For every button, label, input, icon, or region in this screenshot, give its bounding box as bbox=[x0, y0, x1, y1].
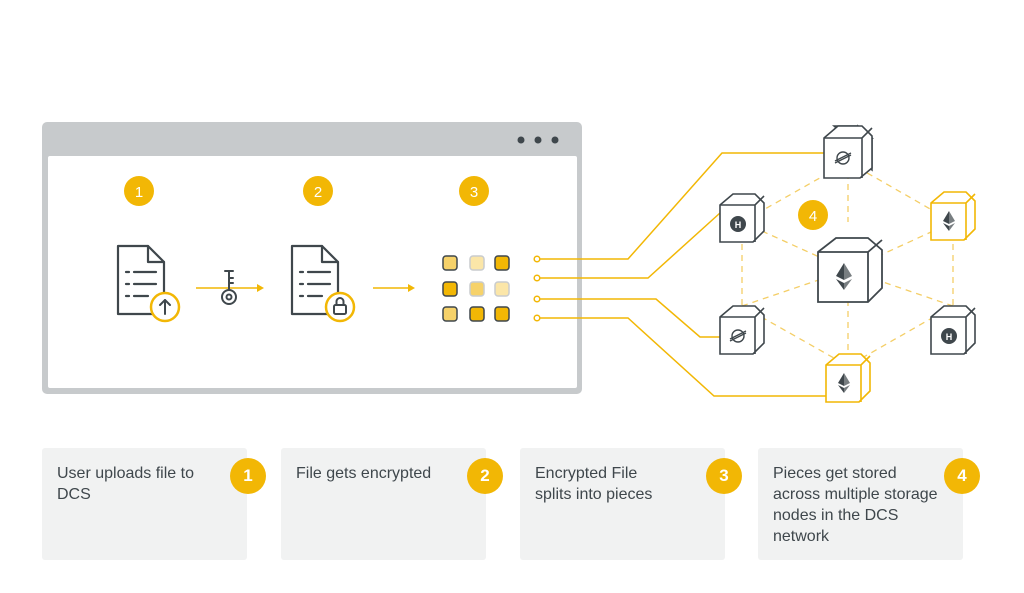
piece bbox=[442, 255, 458, 271]
step-card-badge: 3 bbox=[706, 458, 742, 494]
pieces-grid-icon bbox=[442, 255, 510, 322]
step-number: 2 bbox=[314, 184, 322, 201]
storage-node bbox=[930, 191, 976, 241]
step-number: 1 bbox=[135, 184, 143, 201]
step-card-1: User uploads file to DCS 1 bbox=[42, 448, 266, 560]
piece bbox=[469, 281, 485, 297]
step-card-text: Pieces get stored across multiple storag… bbox=[773, 465, 938, 545]
piece bbox=[494, 255, 510, 271]
step-badge-1: 1 bbox=[124, 176, 154, 206]
key-icon bbox=[221, 270, 237, 305]
piece bbox=[442, 306, 458, 322]
document-upload-icon bbox=[116, 244, 181, 323]
step-number: 3 bbox=[470, 184, 478, 201]
piece bbox=[494, 306, 510, 322]
window-control-dot bbox=[551, 136, 559, 144]
step-card-badge: 4 bbox=[944, 458, 980, 494]
step-badge-3: 3 bbox=[459, 176, 489, 206]
window-control-dot bbox=[534, 136, 542, 144]
storage-node bbox=[823, 124, 875, 179]
step-card-text: Encrypted File splits into pieces bbox=[535, 465, 653, 503]
storage-node bbox=[719, 305, 765, 355]
step-card-text: File gets encrypted bbox=[296, 465, 432, 482]
encrypt-arrow bbox=[196, 270, 264, 305]
stellar-icon bbox=[834, 151, 852, 165]
step-card-2: File gets encrypted 2 bbox=[281, 448, 503, 560]
network-badge-4: 4 bbox=[798, 200, 828, 230]
storage-node: H bbox=[930, 305, 976, 355]
split-arrow bbox=[373, 284, 415, 292]
hedera-icon: H bbox=[941, 328, 957, 344]
step-card-badge: 2 bbox=[467, 458, 503, 494]
step-card-4: Pieces get stored across multiple storag… bbox=[758, 448, 980, 560]
svg-text:H: H bbox=[946, 332, 953, 342]
step-card-badge: 1 bbox=[230, 458, 266, 494]
storage-node: H bbox=[719, 193, 765, 243]
svg-text:H: H bbox=[735, 220, 742, 230]
step-badge-2: 2 bbox=[303, 176, 333, 206]
piece bbox=[469, 255, 485, 271]
ethereum-icon bbox=[836, 263, 852, 290]
piece-connectors bbox=[533, 152, 826, 397]
network-number: 4 bbox=[809, 208, 817, 225]
ethereum-icon bbox=[838, 373, 850, 393]
document-lock-icon bbox=[290, 244, 356, 323]
step-card-3: Encrypted File splits into pieces 3 bbox=[520, 448, 742, 560]
storage-node bbox=[825, 353, 871, 403]
stellar-icon bbox=[729, 329, 747, 343]
piece bbox=[442, 281, 458, 297]
window-control-dot bbox=[517, 136, 525, 144]
ethereum-icon bbox=[943, 211, 955, 231]
piece bbox=[469, 306, 485, 322]
hedera-icon: H bbox=[730, 216, 746, 232]
storage-node bbox=[817, 237, 883, 303]
step-card-text: User uploads file to DCS bbox=[57, 465, 194, 503]
piece bbox=[494, 281, 510, 297]
